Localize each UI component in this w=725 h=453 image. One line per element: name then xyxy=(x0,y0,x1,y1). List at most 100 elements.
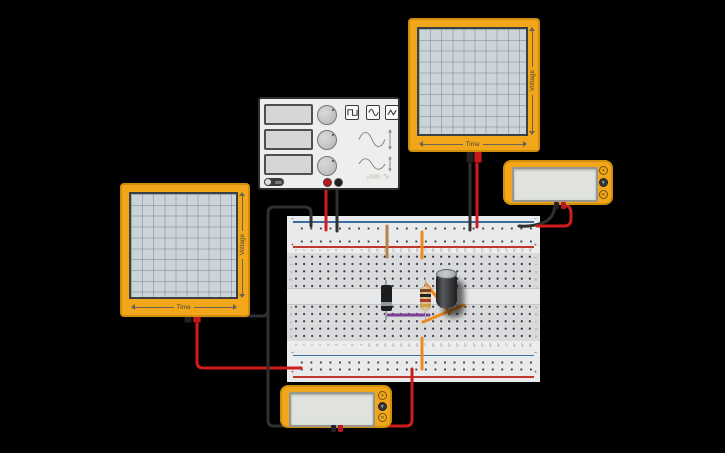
bottom-rail-positive-line xyxy=(293,376,534,378)
time-axis-line xyxy=(418,141,464,147)
column-number: 3 xyxy=(310,343,314,346)
offset-icon xyxy=(358,156,392,172)
main-holes-bottom-half[interactable] xyxy=(292,303,536,340)
column-number: 18 xyxy=(431,342,435,347)
triangle-wave-icon xyxy=(386,109,397,116)
resistor-band-3 xyxy=(420,299,431,302)
top-rail-holes-row2[interactable] xyxy=(297,237,535,245)
resistor-band-4 xyxy=(420,304,431,307)
main-holes-top-half[interactable] xyxy=(292,253,536,290)
column-number: 20 xyxy=(447,342,452,347)
amplitude-knob[interactable] xyxy=(317,130,337,150)
brand-line-1: function xyxy=(369,173,381,177)
row-letter: b xyxy=(289,328,293,331)
column-number: 21 xyxy=(455,342,460,347)
row-letter: g xyxy=(289,278,293,281)
fg-positive-terminal[interactable] xyxy=(323,178,332,187)
column-number: 26 xyxy=(495,247,500,252)
rail-plus-sign: + xyxy=(533,242,538,249)
multimeter-red-terminal[interactable] xyxy=(561,202,566,209)
function-generator[interactable]: function generator ∿ xyxy=(258,97,400,190)
resistance-mode-button[interactable]: R xyxy=(599,190,608,199)
oscilloscope-top-right[interactable]: Time Voltage xyxy=(408,18,540,152)
column-number: 17 xyxy=(423,342,427,347)
column-number: 29 xyxy=(520,247,524,252)
multimeter-black-terminal[interactable] xyxy=(331,425,336,432)
time-axis-line xyxy=(130,304,175,310)
button-label: R xyxy=(381,415,384,420)
column-number: 12 xyxy=(383,247,387,252)
triangle-wave-button[interactable] xyxy=(385,105,399,120)
resistor-body xyxy=(420,286,431,311)
sine-wave-icon xyxy=(367,108,379,117)
square-wave-icon xyxy=(346,109,358,116)
electrolytic-capacitor[interactable] xyxy=(434,268,464,314)
row-letter: h xyxy=(534,271,538,274)
offset-display[interactable] xyxy=(264,154,313,175)
wire-osc-left-red-to-bottom-rail[interactable] xyxy=(195,316,303,370)
rail-minus-sign: − xyxy=(533,350,538,357)
bottom-rail-holes-row1[interactable] xyxy=(297,358,535,366)
row-letter: a xyxy=(289,335,293,338)
fg-negative-terminal[interactable] xyxy=(334,178,343,187)
rail-plus-sign: + xyxy=(533,369,538,376)
resistance-mode-button[interactable]: R xyxy=(378,413,387,422)
column-number: 27 xyxy=(504,247,508,252)
column-number: 21 xyxy=(455,247,460,252)
bottom-rail-holes-row2[interactable] xyxy=(297,365,535,373)
oscilloscope-left[interactable]: Time Voltage xyxy=(120,183,250,317)
button-label: A xyxy=(381,393,384,398)
power-toggle[interactable] xyxy=(264,178,284,186)
offset-knob[interactable] xyxy=(317,156,337,176)
column-number: 24 xyxy=(479,247,484,252)
bottom-rail-negative-line xyxy=(293,354,534,356)
multimeter-bottom[interactable]: A V R xyxy=(280,385,392,432)
voltmeter-mode-button[interactable]: V xyxy=(599,178,608,187)
column-number: 2 xyxy=(302,343,306,346)
ammeter-mode-button[interactable]: A xyxy=(599,166,608,175)
row-letter: c xyxy=(289,321,293,324)
frequency-knob[interactable] xyxy=(317,105,337,125)
multimeter-right[interactable]: A V R xyxy=(503,160,613,209)
column-number: 9 xyxy=(358,248,363,251)
brand-label: function generator ∿ xyxy=(350,172,390,181)
row-letter: i xyxy=(534,264,538,266)
column-number: 10 xyxy=(366,342,371,347)
row-letter: d xyxy=(534,313,538,316)
voltage-axis-line xyxy=(529,94,535,136)
column-number: 23 xyxy=(471,247,476,252)
voltage-axis-label: Voltage xyxy=(528,70,536,92)
column-number: 29 xyxy=(520,342,524,347)
square-wave-button[interactable] xyxy=(345,105,359,120)
voltmeter-mode-button[interactable]: V xyxy=(378,402,387,411)
brand-line-2: generator xyxy=(366,175,381,179)
diode[interactable] xyxy=(380,280,392,320)
amplitude-display[interactable] xyxy=(264,129,313,150)
column-number: 8 xyxy=(350,343,355,346)
column-number: 25 xyxy=(487,342,492,347)
frequency-display[interactable] xyxy=(264,104,313,125)
column-number: 30 xyxy=(528,247,532,252)
multimeter-black-terminal[interactable] xyxy=(554,202,559,209)
resistor-band-1 xyxy=(420,289,431,292)
column-number: 7 xyxy=(342,343,347,346)
resistor[interactable] xyxy=(419,278,432,320)
column-number: 19 xyxy=(439,342,443,347)
column-number: 19 xyxy=(439,247,443,252)
column-number: 10 xyxy=(366,247,371,252)
column-number: 14 xyxy=(399,342,403,347)
ammeter-mode-button[interactable]: A xyxy=(378,391,387,400)
time-axis-label: Time xyxy=(176,303,192,311)
voltage-axis: Voltage xyxy=(237,191,247,299)
rail-minus-sign: − xyxy=(533,216,538,223)
button-label: R xyxy=(602,192,605,197)
column-number: 22 xyxy=(463,342,468,347)
multimeter-red-terminal[interactable] xyxy=(338,425,343,432)
column-number: 27 xyxy=(504,342,508,347)
rail-minus-sign: − xyxy=(290,216,295,223)
top-rail-holes-row1[interactable] xyxy=(297,224,535,232)
sine-wave-button[interactable] xyxy=(366,105,380,120)
column-number: 4 xyxy=(318,343,322,346)
resistor-band-2 xyxy=(420,294,431,297)
